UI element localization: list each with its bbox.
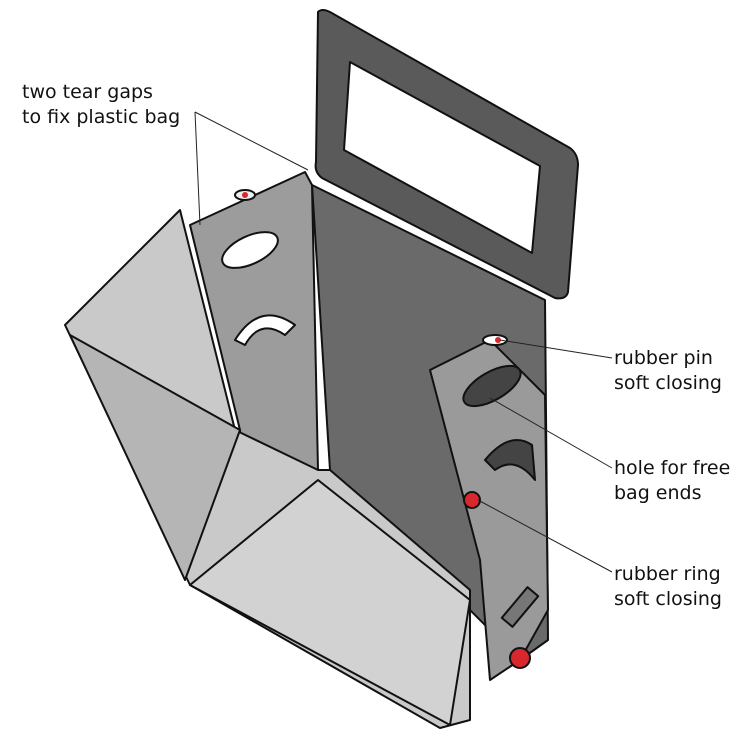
label-rubber-ring: rubber ring soft closing: [614, 562, 722, 612]
bolt-link: [500, 586, 540, 628]
label-rubber-pin: rubber pin soft closing: [614, 346, 722, 396]
hole-right: [462, 364, 522, 408]
label-line: rubber pin: [614, 347, 713, 369]
label-line: soft closing: [614, 372, 722, 394]
label-line: rubber ring: [614, 563, 721, 585]
rubber-ring-upper: [463, 491, 481, 509]
label-line: hole for free: [614, 457, 731, 479]
box-front-face: [69, 334, 241, 581]
label-line: bag ends: [614, 482, 702, 504]
hole-left: [221, 231, 279, 269]
slot-left: [234, 314, 296, 346]
slot-right: [484, 439, 536, 481]
box-bottom: [189, 479, 471, 726]
label-hole: hole for free bag ends: [614, 456, 730, 506]
label-line: to fix plastic bag: [22, 106, 181, 128]
label-line: soft closing: [614, 588, 722, 610]
label-tear-gaps: two tear gaps to fix plastic bag: [22, 80, 180, 130]
rubber-pin-left-tip: [242, 192, 248, 198]
label-line: two tear gaps: [22, 81, 153, 103]
leader-lines: [194, 111, 613, 573]
rubber-pin-tip: [495, 337, 501, 343]
rubber-ring-lower: [509, 647, 531, 669]
lid-window: [343, 61, 541, 254]
right-side-panel: [429, 339, 549, 681]
